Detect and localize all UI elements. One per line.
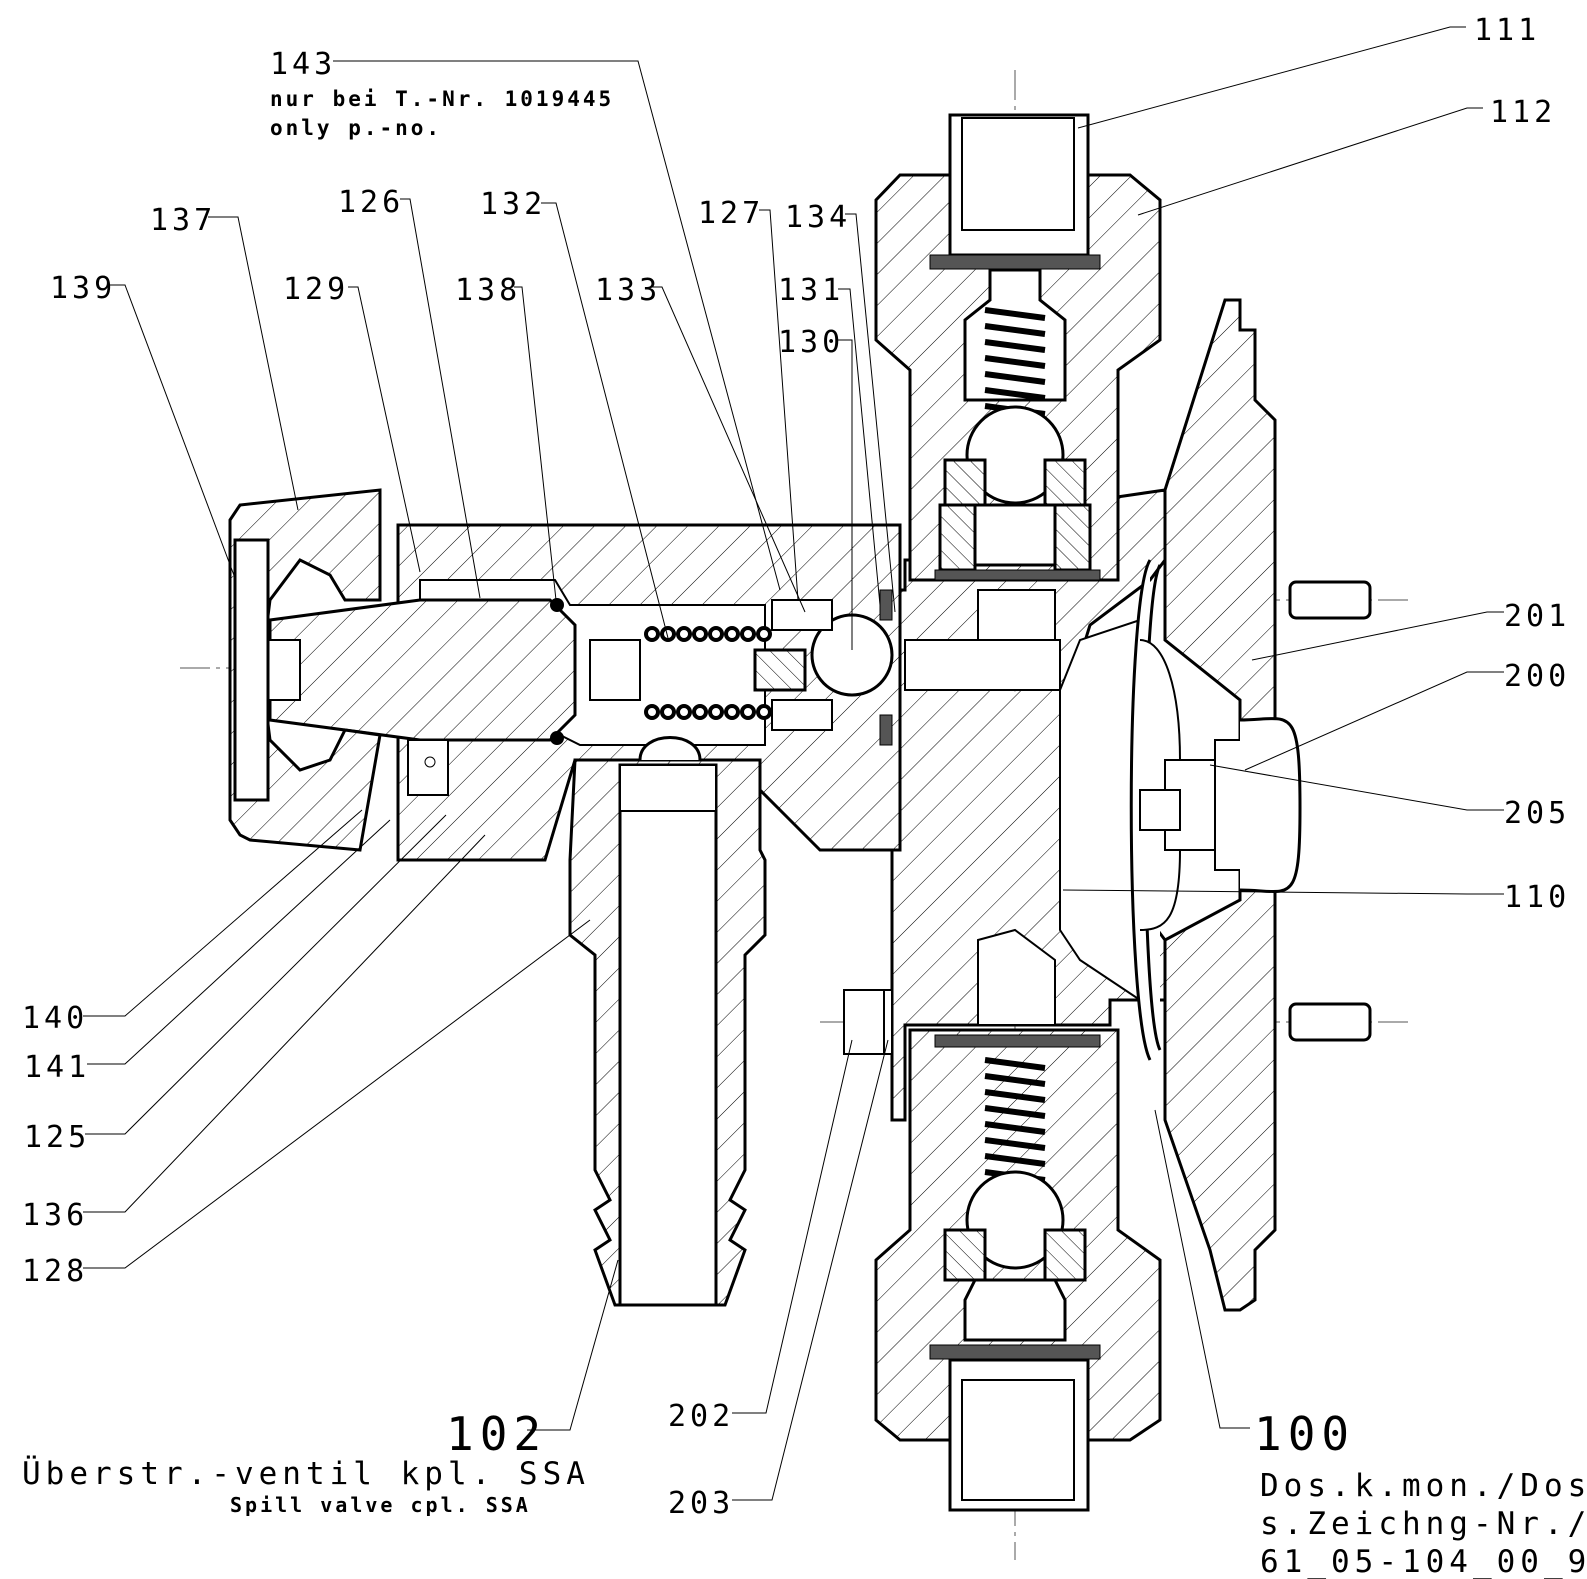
callout-132: 132: [480, 187, 546, 222]
callout-112: 112: [1490, 95, 1556, 130]
note-part-number-de: nur bei T.-Nr. 1019445: [270, 87, 614, 111]
callout-136: 136: [22, 1198, 88, 1233]
spill-spring: [644, 626, 772, 720]
captions: Überstr.-ventil kpl. SSA Spill valve cpl…: [22, 1455, 1587, 1579]
callout-133: 133: [595, 273, 661, 308]
callout-203: 203: [668, 1486, 734, 1521]
callout-201: 201: [1504, 599, 1570, 634]
callout-141: 141: [24, 1050, 90, 1085]
callout-202: 202: [668, 1399, 734, 1434]
spill-valve-caption-en: Spill valve cpl. SSA: [230, 1493, 531, 1517]
screw-202-203: [843, 989, 893, 1055]
hose-nozzle: [568, 736, 767, 1307]
note-part-number-en: only p.-no.: [270, 116, 442, 140]
callout-205: 205: [1504, 796, 1570, 831]
callout-131: 131: [778, 273, 844, 308]
callout-127: 127: [698, 196, 764, 231]
callout-138: 138: [455, 273, 521, 308]
callout-126: 126: [338, 185, 404, 220]
callout-128: 128: [22, 1254, 88, 1289]
leader-lines: [83, 26, 1504, 1501]
callout-139: 139: [50, 271, 116, 306]
callout-labels: 143 nur bei T.-Nr. 1019445 only p.-no. 1…: [22, 13, 1570, 1521]
spill-valve: [228, 488, 902, 862]
callout-140: 140: [22, 1001, 88, 1036]
lower-valve: [874, 1028, 1162, 1512]
upper-spring: [984, 307, 1046, 417]
callout-200: 200: [1504, 659, 1570, 694]
callout-130: 130: [778, 325, 844, 360]
callout-129: 129: [283, 272, 349, 307]
callout-111: 111: [1474, 13, 1540, 48]
callout-143: 143: [270, 47, 336, 82]
upper-valve: [874, 113, 1162, 582]
pump-head-body: [890, 488, 1167, 1122]
callout-137: 137: [150, 203, 216, 238]
head-caption-line2: s.Zeichng-Nr./dr: [1260, 1506, 1587, 1542]
callout-110: 110: [1504, 880, 1570, 915]
callout-100: 100: [1254, 1407, 1355, 1461]
callout-134: 134: [785, 200, 851, 235]
callout-102: 102: [446, 1407, 547, 1461]
head-caption-line3: 61_05-104_00_99-: [1260, 1544, 1587, 1579]
callout-125: 125: [24, 1120, 90, 1155]
diaphragm-flange: [1129, 298, 1372, 1312]
head-caption-line1: Dos.k.mon./Dos.h: [1260, 1468, 1587, 1504]
lower-spring: [984, 1057, 1046, 1183]
spill-valve-caption-de: Überstr.-ventil kpl. SSA: [22, 1455, 590, 1492]
